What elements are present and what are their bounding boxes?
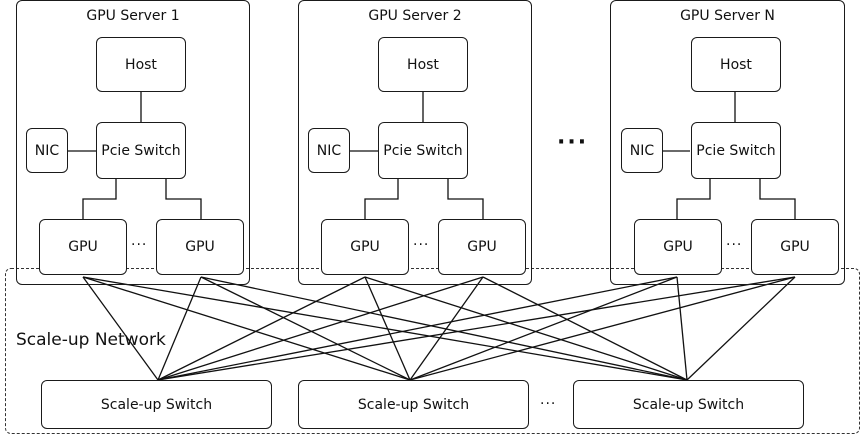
pcie-switch-box: Pcie Switch <box>96 122 186 179</box>
switch-ellipsis: ··· <box>540 396 557 412</box>
gpu-switch-link <box>82 276 688 381</box>
gpu-switch-link <box>82 276 159 381</box>
gpu-switch-link <box>157 276 484 381</box>
gpu-box: GPU <box>156 219 244 275</box>
pcie-gpu-link <box>165 179 202 219</box>
server-ellipsis: ··· <box>557 130 589 155</box>
gpu-switch-link <box>364 276 411 381</box>
pcie-switch-box: Pcie Switch <box>378 122 468 179</box>
gpu-switch-link <box>157 276 202 381</box>
gpu-switch-link <box>200 276 688 381</box>
gpu-server-1: GPU Server 1 <box>16 0 250 285</box>
gpu-box: GPU <box>321 219 409 275</box>
pcie-gpu-link <box>82 179 117 219</box>
gpu-switch-link <box>482 276 688 381</box>
scale-up-switch: Scale-up Switch <box>573 380 804 429</box>
nic-box: NIC <box>308 128 350 173</box>
gpu-switch-link <box>82 276 411 381</box>
gpu-switch-link <box>676 276 688 381</box>
gpu-server-n: GPU Server N <box>610 0 845 285</box>
server-title: GPU Server 1 <box>86 8 180 24</box>
pcie-gpu-link <box>676 179 711 219</box>
pcie-gpu-link <box>759 179 796 219</box>
gpu-ellipsis: ··· <box>131 237 148 253</box>
gpu-box: GPU <box>438 219 526 275</box>
scale-up-network-region <box>5 268 860 434</box>
gpu-switch-link <box>157 276 678 381</box>
gpu-server-2: GPU Server 2 <box>298 0 532 285</box>
gpu-box: GPU <box>39 219 127 275</box>
gpu-switch-link <box>409 276 484 381</box>
pcie-gpu-link <box>364 179 399 219</box>
gpu-switch-link <box>157 276 366 381</box>
server-title: GPU Server N <box>680 8 775 24</box>
pcie-gpu-link <box>447 179 484 219</box>
gpu-switch-link <box>364 276 688 381</box>
nic-box: NIC <box>621 128 663 173</box>
gpu-switch-link <box>157 276 796 381</box>
gpu-ellipsis: ··· <box>726 237 743 253</box>
gpu-switch-link <box>686 276 796 381</box>
host-box: Host <box>378 37 468 92</box>
gpu-ellipsis: ··· <box>413 237 430 253</box>
gpu-switch-link <box>409 276 678 381</box>
scale-up-switch: Scale-up Switch <box>41 380 272 429</box>
gpu-switch-link <box>200 276 411 381</box>
gpu-box: GPU <box>634 219 722 275</box>
scale-up-network-label: Scale-up Network <box>16 330 166 350</box>
scale-up-switch: Scale-up Switch <box>298 380 529 429</box>
host-box: Host <box>96 37 186 92</box>
pcie-switch-box: Pcie Switch <box>691 122 781 179</box>
server-title: GPU Server 2 <box>368 8 462 24</box>
gpu-box: GPU <box>751 219 839 275</box>
gpu-switch-link <box>409 276 796 381</box>
nic-box: NIC <box>26 128 68 173</box>
host-box: Host <box>691 37 781 92</box>
